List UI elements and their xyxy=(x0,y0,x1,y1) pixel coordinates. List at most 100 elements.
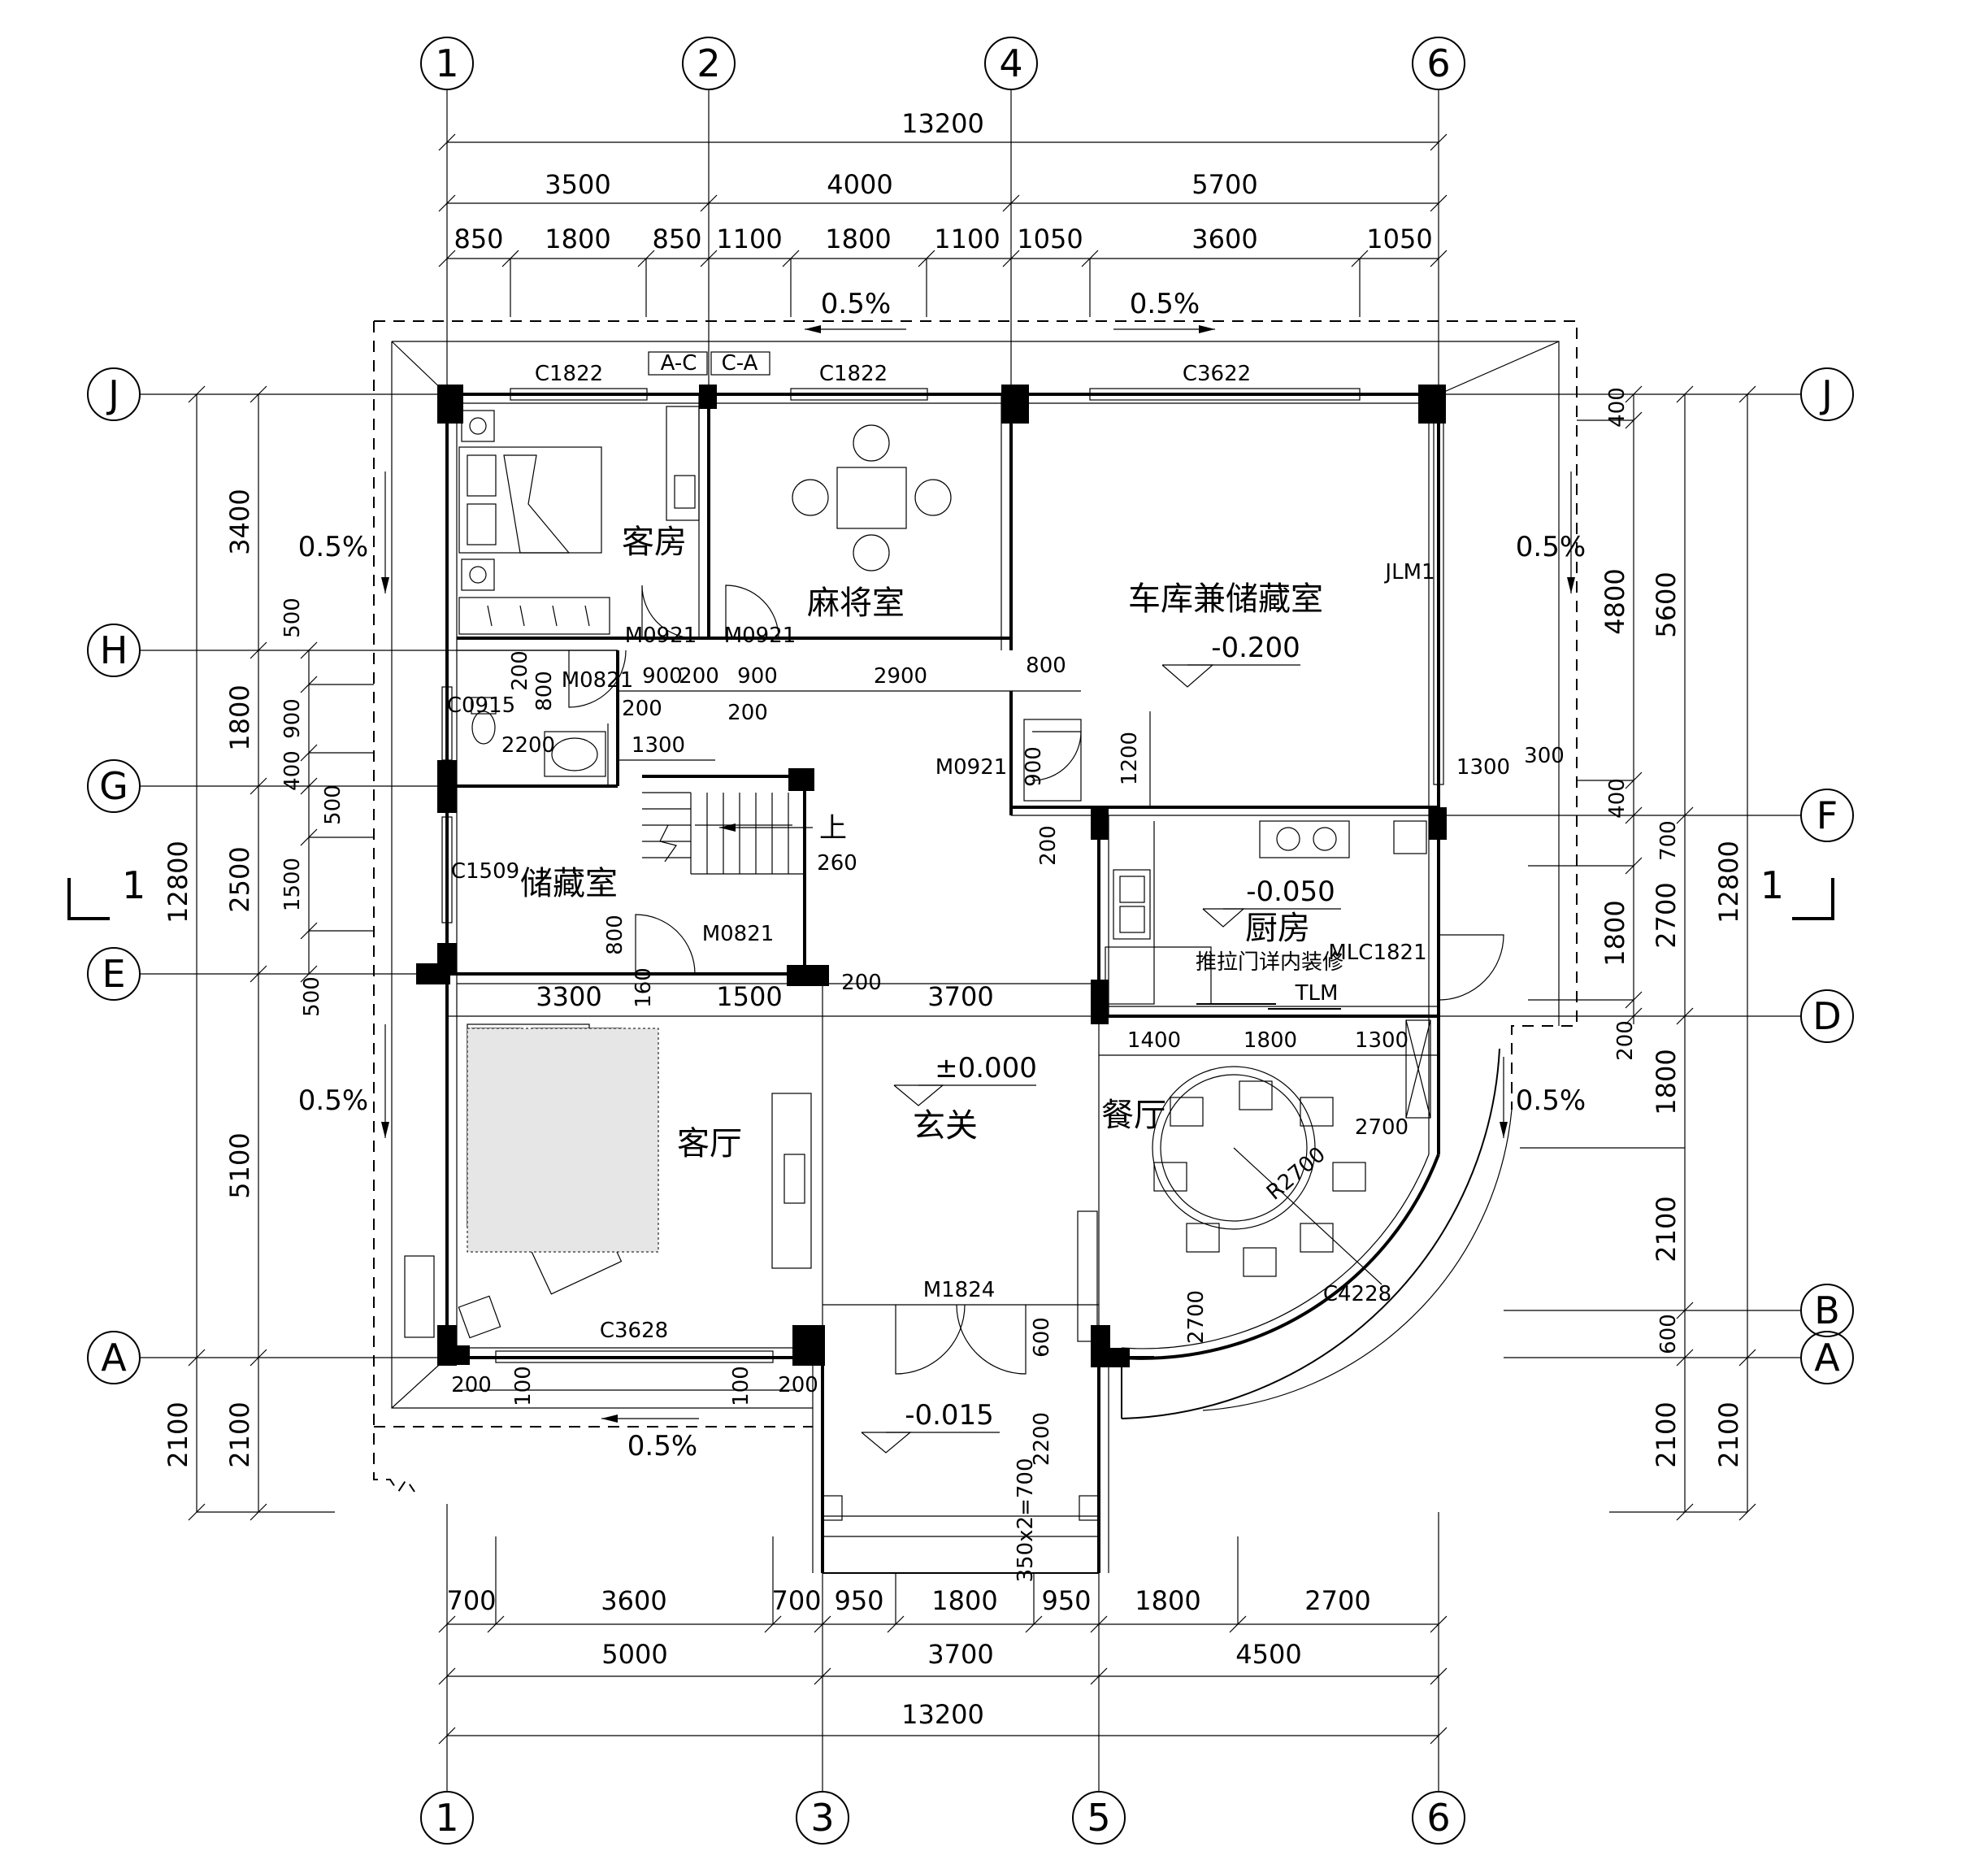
svg-text:C4228: C4228 xyxy=(1323,1282,1391,1306)
svg-text:500: 500 xyxy=(321,784,345,825)
room-mahjong: 麻将室 xyxy=(807,584,905,622)
elevation-foyer: ±0.000 xyxy=(893,1052,1037,1106)
svg-text:A: A xyxy=(101,1336,127,1380)
axis-bubble-right-A: A xyxy=(1800,1331,1854,1384)
room-garage: 车库兼储藏室 xyxy=(1128,580,1323,618)
svg-text:3600: 3600 xyxy=(601,1585,666,1616)
axis-bubble-right-J: J xyxy=(1800,367,1854,421)
svg-text:M0921: M0921 xyxy=(625,624,697,648)
svg-text:3700: 3700 xyxy=(927,1639,993,1670)
rug-icon xyxy=(467,1028,659,1253)
svg-text:D: D xyxy=(1812,994,1841,1038)
window-c0915 xyxy=(441,686,453,761)
svg-text:5: 5 xyxy=(1087,1796,1110,1840)
svg-text:300: 300 xyxy=(1524,744,1565,768)
desk-icon xyxy=(666,406,700,521)
svg-text:-0.050: -0.050 xyxy=(1246,876,1335,908)
svg-text:700: 700 xyxy=(1656,820,1681,861)
axis-bubble-left-H: H xyxy=(87,624,141,677)
svg-text:C-A: C-A xyxy=(722,351,758,376)
svg-text:900: 900 xyxy=(1022,746,1046,787)
svg-text:2100: 2100 xyxy=(163,1401,193,1467)
svg-text:100: 100 xyxy=(511,1366,536,1406)
svg-text:0.5%: 0.5% xyxy=(821,288,891,320)
elevation-porch: -0.015 xyxy=(861,1399,1000,1454)
svg-text:2200: 2200 xyxy=(501,733,555,758)
svg-text:1800: 1800 xyxy=(931,1585,997,1616)
svg-text:160: 160 xyxy=(632,967,656,1008)
svg-text:H: H xyxy=(100,628,128,672)
furniture xyxy=(458,406,1431,1339)
svg-text:2100: 2100 xyxy=(1713,1401,1744,1467)
stove-icon xyxy=(1259,820,1350,858)
elevation-marks: -0.200 -0.050 ±0.000 -0.015 xyxy=(861,632,1341,1454)
svg-text:1500: 1500 xyxy=(280,858,305,911)
svg-text:M1824: M1824 xyxy=(923,1278,996,1302)
window-c3628 xyxy=(495,1350,774,1363)
svg-text:C1509: C1509 xyxy=(451,859,519,884)
svg-text:700: 700 xyxy=(771,1585,821,1616)
eaves-outline xyxy=(373,320,1578,1493)
svg-text:1800: 1800 xyxy=(545,224,610,254)
svg-text:400: 400 xyxy=(1605,387,1630,428)
svg-text:400: 400 xyxy=(280,750,305,791)
svg-text:C0915: C0915 xyxy=(447,693,515,718)
svg-text:2: 2 xyxy=(697,41,720,85)
svg-text:2700: 2700 xyxy=(1651,882,1682,948)
room-kitchen: 厨房 xyxy=(1245,910,1310,947)
svg-text:1300: 1300 xyxy=(632,733,685,758)
svg-text:1500: 1500 xyxy=(716,981,782,1012)
bottom-dimensions: 700 3600 700 950 1800 950 1800 2700 5000… xyxy=(438,1536,1448,1745)
bed-icon xyxy=(458,410,602,591)
svg-text:J: J xyxy=(1819,372,1833,416)
svg-text:TLM: TLM xyxy=(1295,981,1339,1006)
svg-text:C3622: C3622 xyxy=(1183,362,1251,386)
svg-text:4: 4 xyxy=(999,41,1022,85)
svg-text:J: J xyxy=(106,372,119,416)
svg-text:200: 200 xyxy=(451,1373,492,1397)
section-mark-left: 1 xyxy=(67,863,145,920)
svg-text:A-C: A-C xyxy=(661,351,697,376)
svg-text:200: 200 xyxy=(841,971,882,995)
svg-text:3: 3 xyxy=(810,1796,834,1840)
svg-text:1100: 1100 xyxy=(716,224,782,254)
svg-text:2500: 2500 xyxy=(224,846,255,912)
svg-text:200: 200 xyxy=(622,697,662,721)
svg-text:JLM1: JLM1 xyxy=(1383,560,1435,584)
dining-table-icon xyxy=(1152,1066,1382,1285)
svg-text:3600: 3600 xyxy=(1191,224,1257,254)
room-guest: 客房 xyxy=(622,524,687,561)
section-mark-right: 1 xyxy=(1760,863,1834,920)
room-storage: 储藏室 xyxy=(520,865,618,902)
axis-bubbles: 1 2 4 6 1 3 5 6 xyxy=(87,37,1854,1845)
room-foyer: 玄关 xyxy=(913,1107,978,1145)
svg-text:950: 950 xyxy=(1041,1585,1091,1616)
svg-text:上: 上 xyxy=(819,812,847,845)
svg-text:G: G xyxy=(99,764,128,808)
axis-bubble-left-J: J xyxy=(87,367,141,421)
svg-text:800: 800 xyxy=(1026,654,1066,678)
cabinet-icon xyxy=(1405,1019,1431,1119)
columns xyxy=(416,385,1447,1367)
svg-text:-0.015: -0.015 xyxy=(905,1399,994,1432)
window-c1509 xyxy=(441,816,453,923)
svg-text:B: B xyxy=(1814,1289,1840,1332)
svg-text:100: 100 xyxy=(729,1366,753,1406)
svg-text:C3628: C3628 xyxy=(600,1319,668,1343)
svg-text:700: 700 xyxy=(446,1585,496,1616)
svg-text:C1822: C1822 xyxy=(819,362,888,386)
svg-text:3500: 3500 xyxy=(545,169,610,200)
svg-text:200: 200 xyxy=(1036,825,1061,866)
tv-cabinet-icon xyxy=(771,1093,812,1269)
svg-text:500: 500 xyxy=(300,976,324,1017)
svg-text:M0921: M0921 xyxy=(935,755,1008,780)
svg-text:1800: 1800 xyxy=(1600,900,1630,966)
svg-text:0.5%: 0.5% xyxy=(298,1084,368,1117)
svg-text:5700: 5700 xyxy=(1191,169,1257,200)
svg-text:4000: 4000 xyxy=(827,169,892,200)
axis-bubble-left-A: A xyxy=(87,1331,141,1384)
svg-text:推拉门详内装修: 推拉门详内装修 xyxy=(1196,950,1343,975)
svg-text:2200: 2200 xyxy=(1030,1412,1054,1466)
axis-bubble-bottom-1: 1 xyxy=(420,1791,474,1845)
